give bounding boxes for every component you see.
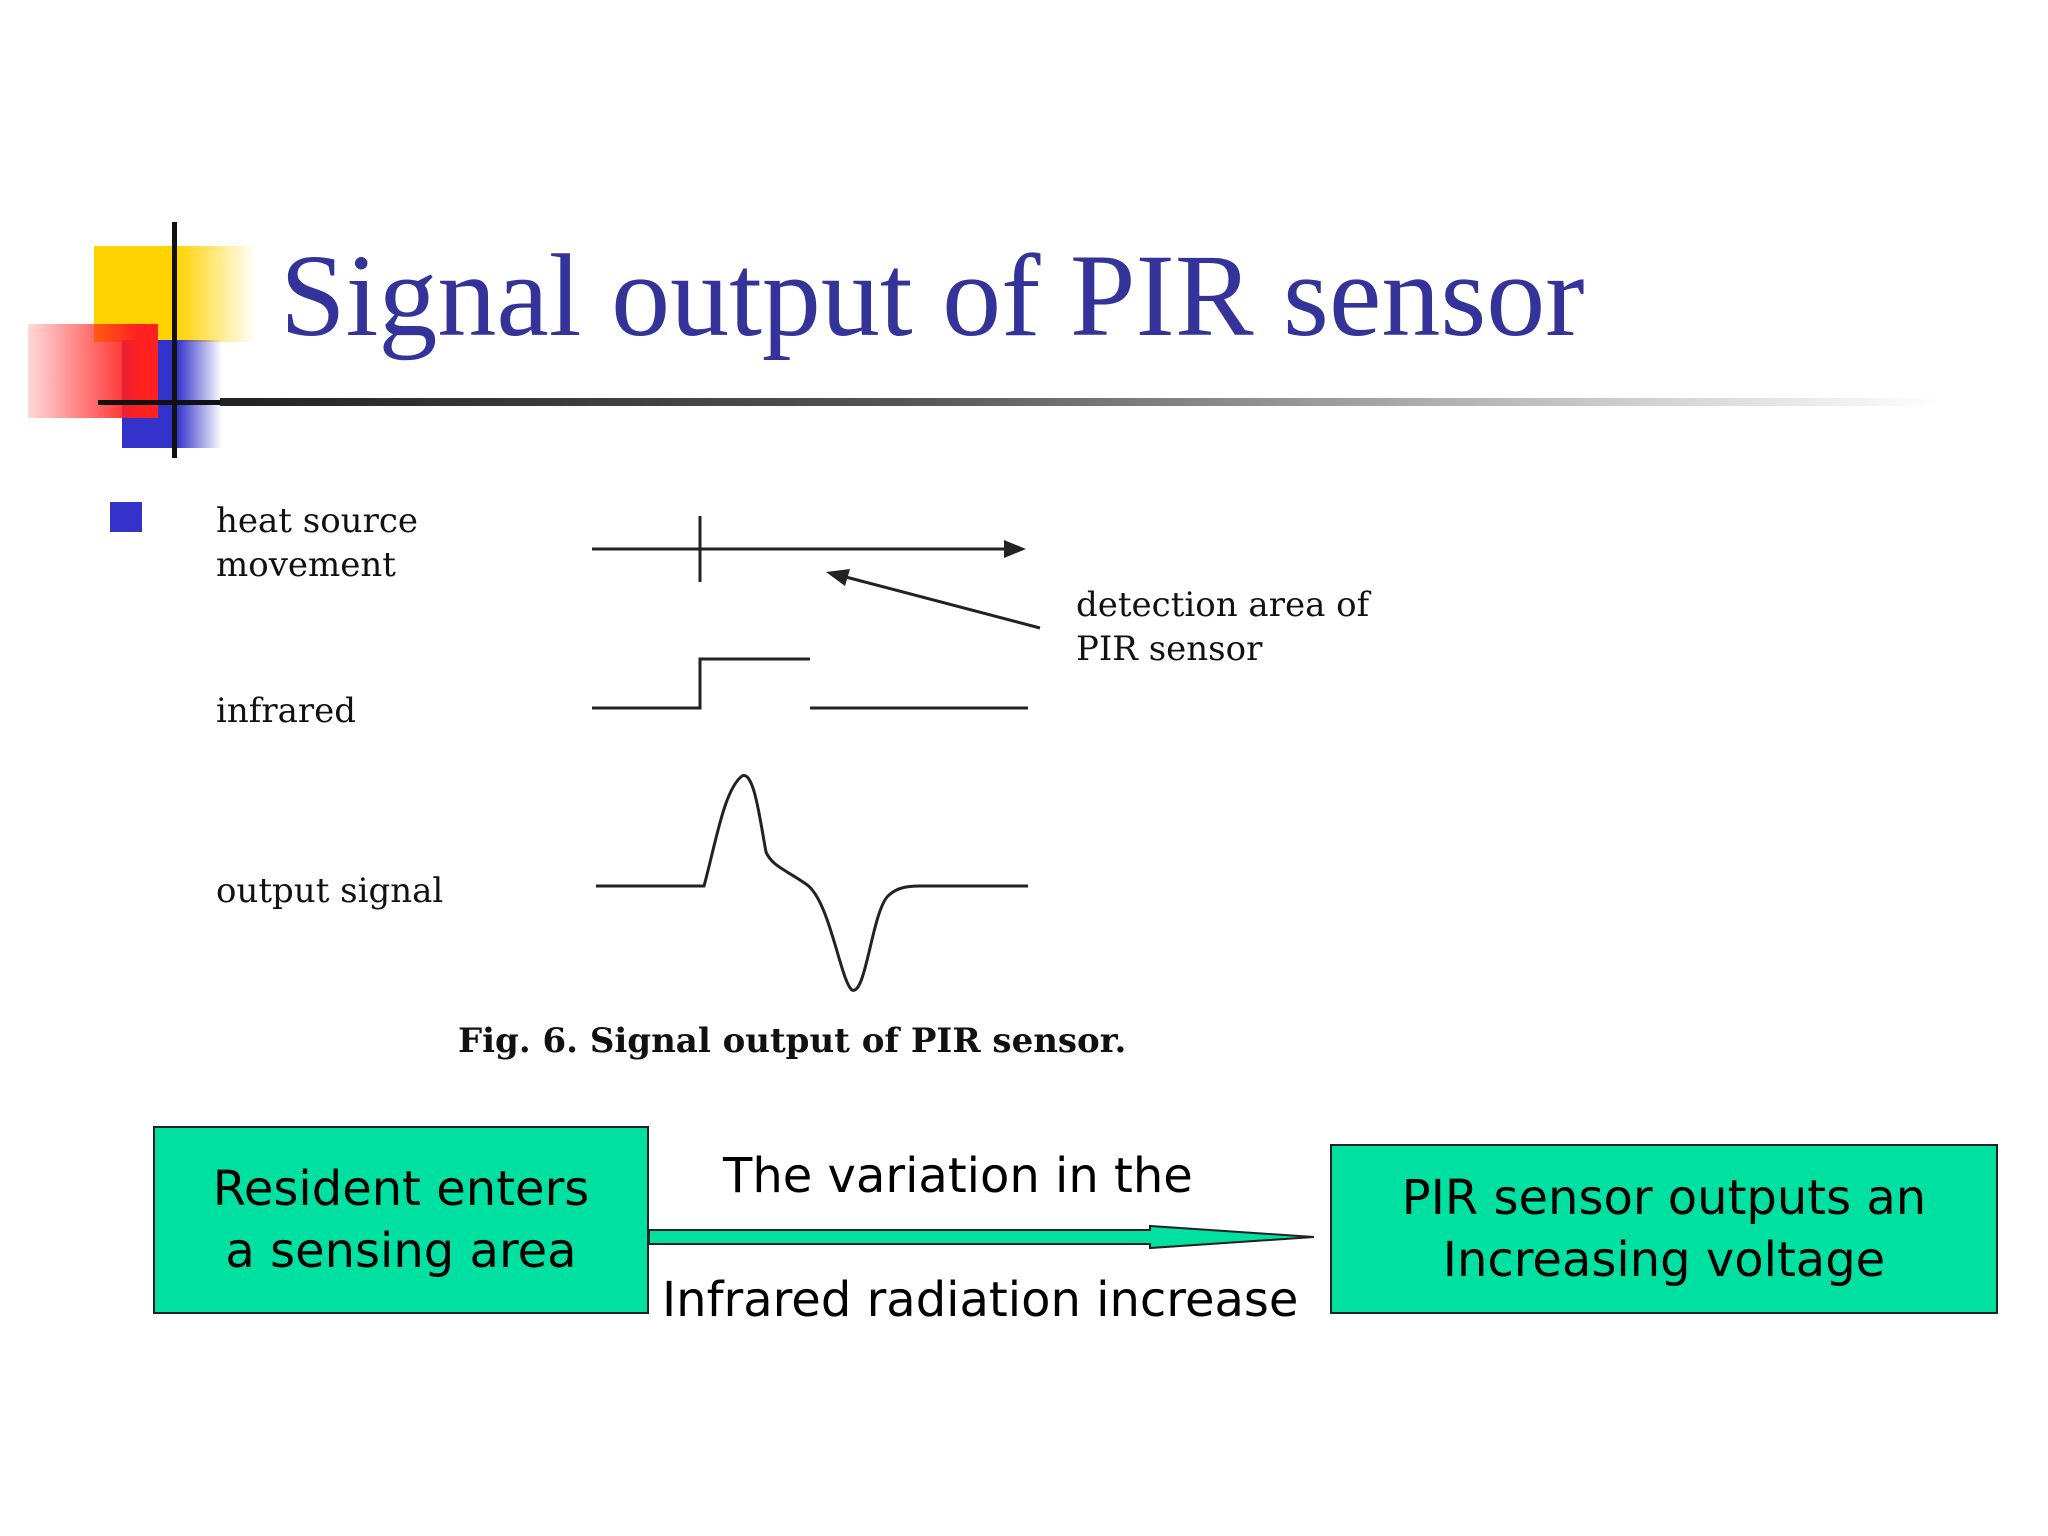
pir-outputs-text: PIR sensor outputs an Increasing voltage [1401, 1170, 1927, 1288]
arrow-label-bottom: Infrared radiation increase [662, 1272, 1299, 1328]
infrared-pulse [592, 657, 810, 710]
slide-title: Signal output of PIR sensor [280, 230, 1585, 361]
decor-yellow-fade [176, 246, 256, 342]
label-infrared: infrared [216, 691, 356, 731]
decor-vertical-line [172, 222, 177, 458]
title-rule [220, 398, 1940, 406]
output-signal-wave [596, 774, 1028, 992]
arrow-label-top: The variation in the [723, 1148, 1193, 1204]
figure-caption: Fig. 6. Signal output of PIR sensor. [458, 1021, 1126, 1061]
resident-enters-text: Resident enters a sensing area [212, 1161, 590, 1279]
label-output-signal: output signal [216, 871, 443, 911]
decor-horizontal-line [98, 400, 238, 405]
movement-line [592, 516, 1026, 582]
flow-arrow-shape [648, 1224, 1315, 1250]
resident-enters-box: Resident enters a sensing area [153, 1126, 649, 1314]
pir-outputs-box: PIR sensor outputs an Increasing voltage [1330, 1144, 1998, 1314]
label-detection-area: detection area of [1076, 585, 1372, 625]
detection-pointer-arrow [826, 569, 1041, 630]
label-movement: movement [216, 545, 396, 585]
label-heat-source: heat source [216, 501, 418, 541]
label-pir-sensor: PIR sensor [1076, 629, 1263, 669]
bullet-icon [110, 502, 142, 532]
